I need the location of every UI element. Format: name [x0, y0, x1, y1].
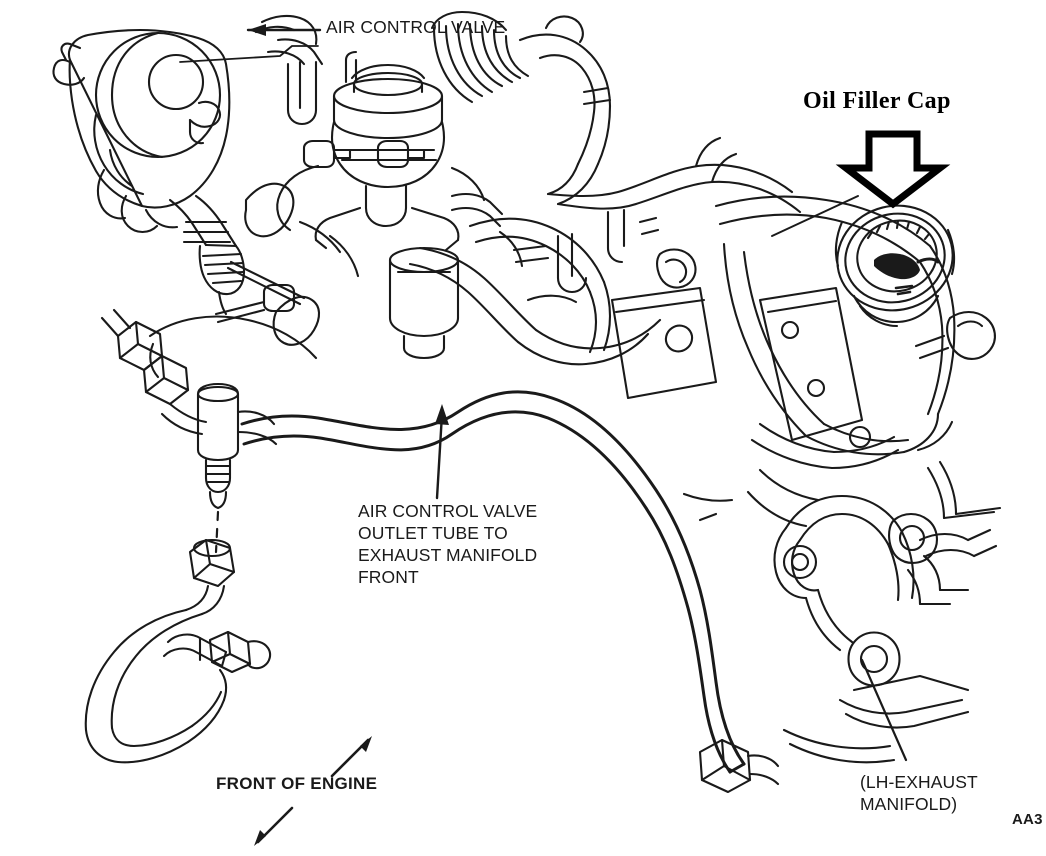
dipstick-handle: [914, 310, 996, 360]
leader-lh-exhaust-manifold: [860, 658, 908, 762]
lower-right-block-detail: [750, 420, 1002, 558]
exhaust-manifold-body: [682, 468, 970, 764]
lower-diagonal-hose: [408, 246, 662, 366]
center-solenoid-canister: [388, 246, 460, 360]
air-valve-canister: [276, 50, 504, 252]
upper-intake-hose: [518, 15, 802, 214]
air-pump-assembly: [52, 28, 321, 379]
label-front-of-engine: FRONT OF ENGINE: [216, 774, 378, 793]
leader-air-control-valve: [179, 24, 322, 63]
exhaust-manifold-tube-end: [698, 738, 780, 794]
label-air-control-valve-outlet-tube: AIR CONTROL VALVE OUTLET TUBE TO EXHAUST…: [358, 501, 538, 588]
arrow-front-of-engine-upper: [330, 736, 372, 778]
oil-filler-cap-pointer-line: [771, 195, 859, 237]
corrugated-hose-top: [430, 10, 530, 104]
label-plate-code: AA3: [1012, 811, 1043, 828]
lower-left-loop-tube: [84, 538, 272, 764]
pump-mount-bracket: [214, 14, 426, 324]
left-tube-fittings: [100, 308, 278, 510]
arrow-oil-filler-cap: [835, 130, 951, 209]
leader-outlet-tube: [435, 404, 449, 500]
label-oil-filler-cap: Oil Filler Cap: [803, 88, 951, 114]
alignment-dashed-line: [214, 510, 220, 554]
label-lh-exhaust-manifold: (LH-EXHAUST MANIFOLD): [860, 772, 978, 815]
arrow-front-of-engine-lower: [254, 806, 294, 846]
oil-filler-cap-detail: [834, 204, 956, 328]
misc-detail-lines: [298, 208, 660, 304]
label-air-control-valve: AIR CONTROL VALVE: [326, 17, 506, 37]
